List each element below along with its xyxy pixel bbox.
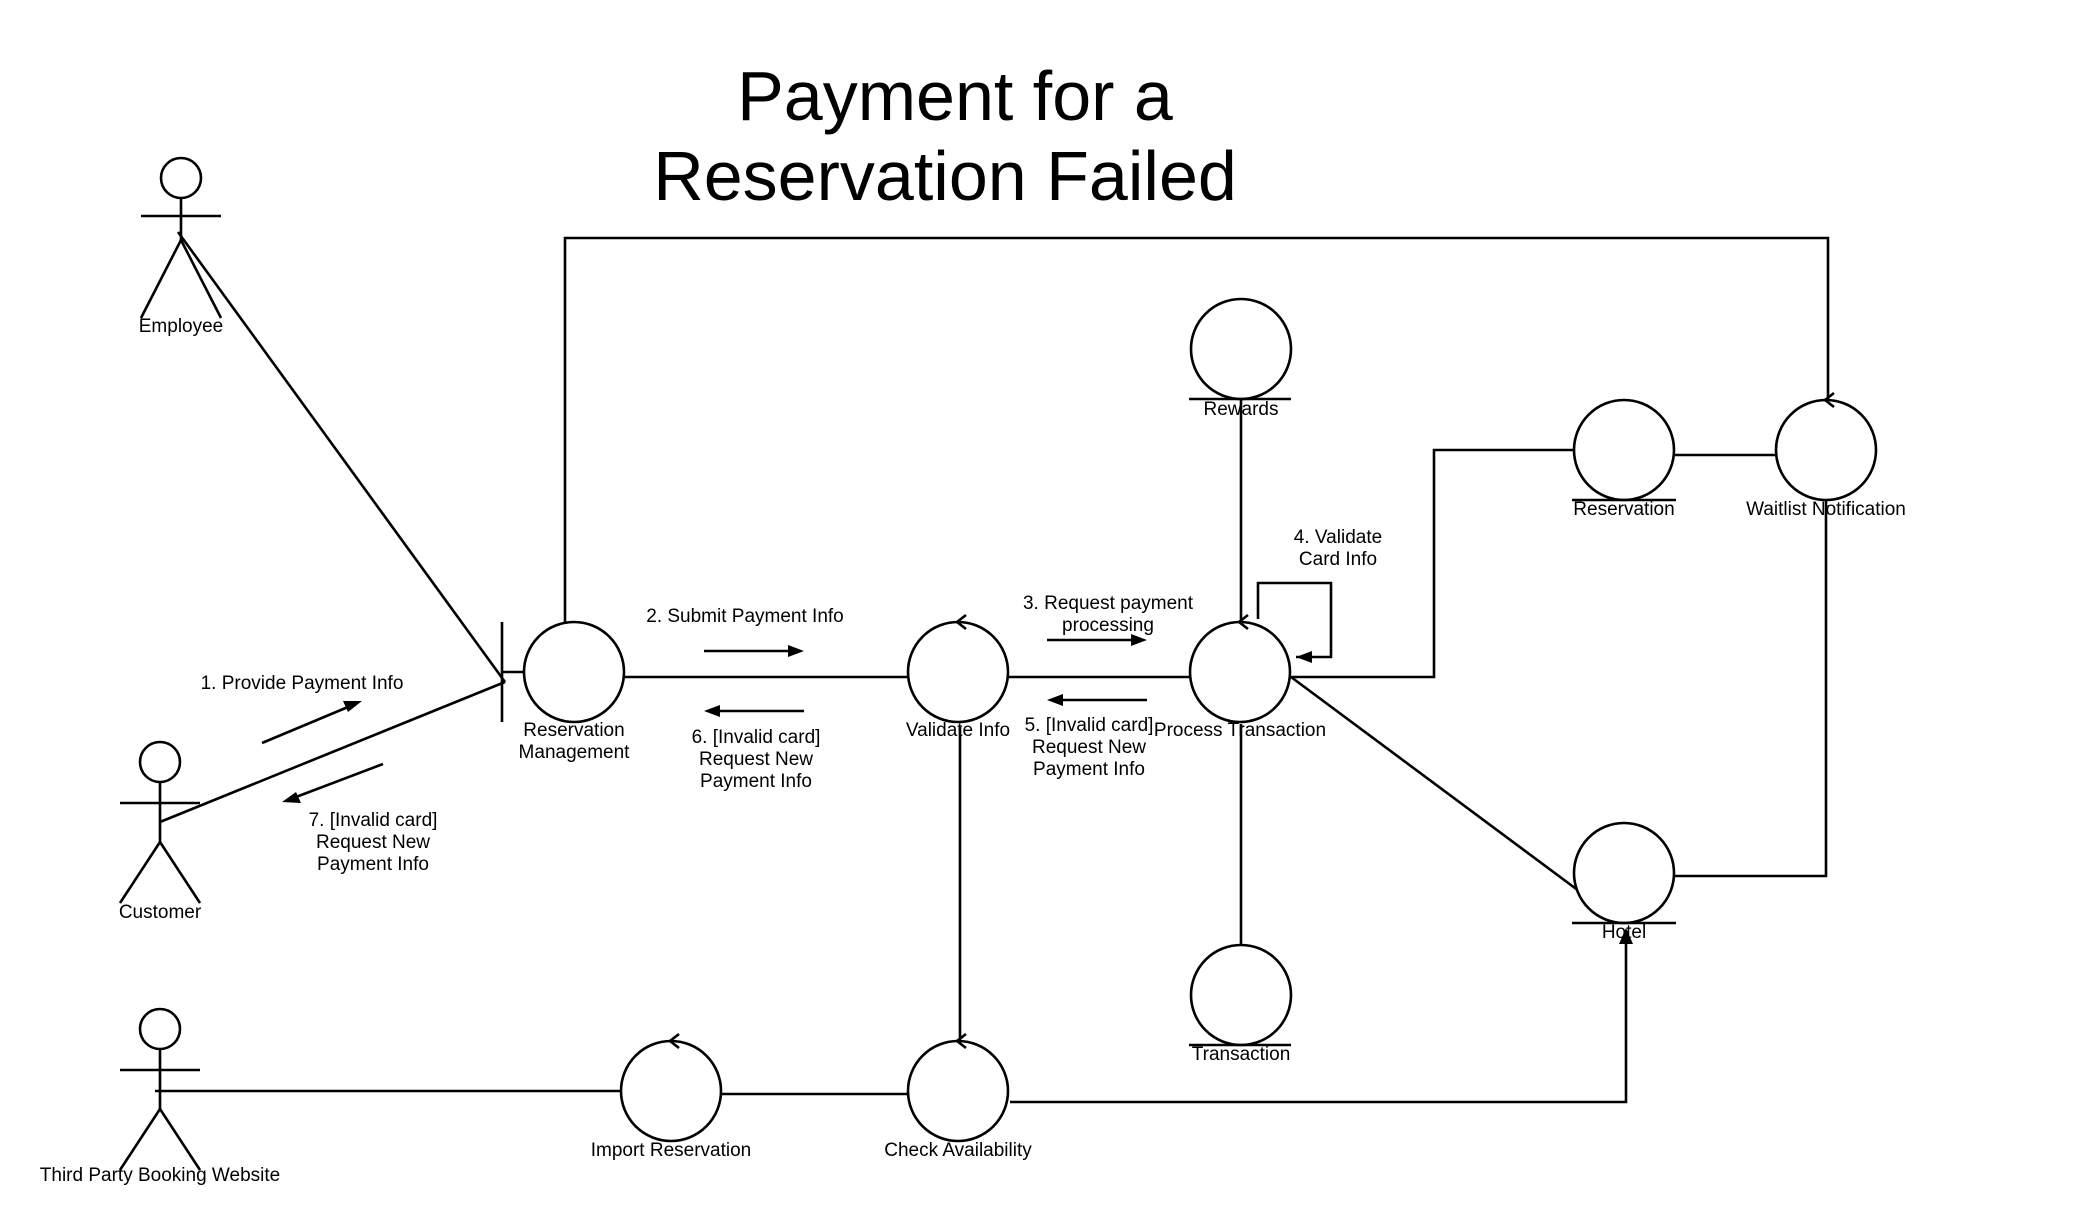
control-waitlist-notification[interactable]: Waitlist Notification — [1746, 391, 1906, 520]
entity-circle — [1189, 943, 1293, 1047]
message-labels: 1. Provide Payment Info 2. Submit Paymen… — [201, 527, 1383, 875]
connectors — [155, 231, 1830, 1104]
validate-info-label: Validate Info — [906, 720, 1010, 741]
actor-left-leg — [118, 1108, 162, 1171]
check-availability-label: Check Availability — [884, 1140, 1032, 1161]
self-loop-arrowhead — [1296, 651, 1312, 663]
diagram-title: Payment for a Reservation Failed — [653, 57, 1237, 215]
msg5-label-line-3: Payment Info — [1033, 759, 1145, 780]
control-arrow — [1236, 613, 1249, 631]
entity-rewards[interactable]: Rewards — [1189, 297, 1293, 420]
message-arrows — [261, 634, 1147, 803]
link-reservation-management-waitlist-notification — [563, 236, 1830, 623]
actor-third-party-label: Third Party Booking Website — [40, 1165, 280, 1186]
actor-head — [138, 740, 182, 784]
msg5-label-line-2: Request New — [1032, 737, 1146, 758]
reservation-management-label-line-2: Management — [519, 742, 631, 763]
title-line-1: Payment for a — [737, 57, 1173, 135]
arrowhead-to-hotel — [1619, 928, 1633, 944]
entity-circle — [1189, 297, 1293, 401]
msg7-arrowhead — [282, 792, 301, 803]
import-reservation-label: Import Reservation — [591, 1140, 752, 1161]
actor-employee-label: Employee — [139, 316, 224, 337]
msg1-arrowhead — [343, 701, 362, 712]
control-check-availability[interactable]: Check Availability — [884, 1032, 1032, 1161]
reservation-label: Reservation — [1573, 499, 1674, 520]
msg5-label-line-1: 5. [Invalid card] — [1025, 715, 1154, 736]
msg6-arrowhead — [704, 705, 720, 717]
actor-customer-label: Customer — [119, 902, 202, 923]
entity-hotel[interactable]: Hotel — [1572, 821, 1676, 943]
actor-right-leg — [158, 841, 202, 904]
rewards-label: Rewards — [1204, 399, 1279, 420]
actor-head — [159, 156, 203, 200]
actor-right-leg — [179, 239, 223, 319]
msg4-label-line-1: 4. Validate — [1294, 527, 1382, 548]
title-line-2: Reservation Failed — [653, 137, 1237, 215]
control-circle — [906, 620, 1010, 724]
msg6-label-line-3: Payment Info — [700, 771, 812, 792]
link-waitlist-notification-hotel — [1674, 500, 1828, 878]
actor-right-leg — [158, 1108, 202, 1171]
entity-transaction[interactable]: Transaction — [1189, 943, 1293, 1065]
msg3-label-line-2: processing — [1062, 615, 1154, 636]
entity-circle — [1572, 398, 1676, 502]
actor-head — [138, 1007, 182, 1051]
control-arrow — [667, 1032, 680, 1050]
control-validate-info[interactable]: Validate Info — [906, 613, 1010, 741]
control-circle — [906, 1039, 1010, 1143]
link-process-transaction-reservation — [1290, 448, 1574, 679]
actor-left-leg — [118, 841, 162, 904]
actor-third-party-booking-website[interactable]: Third Party Booking Website — [40, 1007, 280, 1186]
control-circle — [1774, 398, 1878, 502]
hotel-label: Hotel — [1602, 922, 1646, 943]
control-arrow — [954, 613, 967, 631]
msg5-arrowhead — [1047, 694, 1063, 706]
msg1-label: 1. Provide Payment Info — [201, 673, 404, 694]
boundary-reservation-management[interactable]: Reservation Management — [500, 620, 631, 763]
actor-employee[interactable]: Employee — [139, 156, 224, 337]
entity-circle — [1572, 821, 1676, 925]
control-process-transaction[interactable]: Process Transaction — [1154, 613, 1326, 741]
transaction-label: Transaction — [1192, 1044, 1291, 1065]
process-transaction-label: Process Transaction — [1154, 720, 1326, 741]
self-loop-validate-card — [1256, 581, 1333, 659]
link-employee-reservation-management — [176, 231, 507, 683]
reservation-management-label-line-1: Reservation — [523, 720, 624, 741]
msg3-label-line-1: 3. Request payment — [1023, 593, 1194, 614]
msg2-label: 2. Submit Payment Info — [646, 606, 844, 627]
msg1-arrow-shaft — [261, 705, 349, 745]
msg7-label-line-1: 7. [Invalid card] — [309, 810, 438, 831]
msg4-label-line-2: Card Info — [1299, 549, 1377, 570]
control-circle — [1188, 620, 1292, 724]
msg3-arrowhead — [1131, 634, 1147, 646]
control-arrow — [954, 1032, 967, 1050]
msg2-arrowhead — [788, 645, 804, 657]
entity-reservation[interactable]: Reservation — [1572, 398, 1676, 520]
actor-customer[interactable]: Customer — [118, 740, 202, 923]
msg7-label-line-2: Request New — [316, 832, 430, 853]
boundary-circle — [522, 620, 626, 724]
control-circle — [619, 1039, 723, 1143]
msg6-label-line-2: Request New — [699, 749, 813, 770]
control-import-reservation[interactable]: Import Reservation — [591, 1032, 752, 1161]
actor-left-leg — [139, 239, 183, 319]
control-arrow — [1822, 391, 1835, 409]
link-customer-reservation-management — [159, 680, 506, 824]
link-check-availability-hotel — [1010, 938, 1628, 1104]
msg7-label-line-3: Payment Info — [317, 854, 429, 875]
link-process-transaction-hotel — [1290, 675, 1580, 893]
msg7-arrow-shaft — [295, 762, 384, 799]
waitlist-notification-label: Waitlist Notification — [1746, 499, 1906, 520]
msg6-label-line-1: 6. [Invalid card] — [692, 727, 821, 748]
